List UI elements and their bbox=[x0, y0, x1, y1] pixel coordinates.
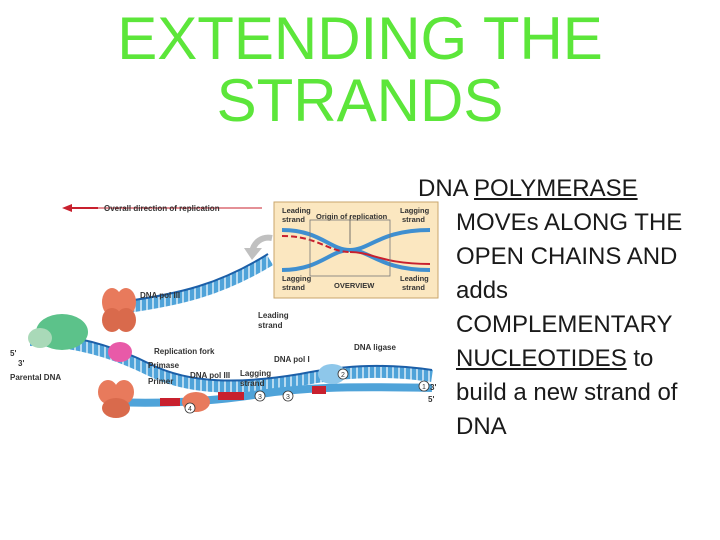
svg-text:1: 1 bbox=[422, 384, 426, 391]
label-lagging-strand-2: strand bbox=[240, 379, 265, 388]
svg-text:4: 4 bbox=[188, 406, 192, 413]
body-line-1: DNA POLYMERASE bbox=[418, 175, 638, 202]
lagging-strand bbox=[109, 383, 433, 407]
label-dna-ligase: DNA ligase bbox=[354, 343, 396, 352]
rna-primer bbox=[218, 392, 244, 400]
body-line-3: OPEN CHAINS AND bbox=[456, 243, 678, 270]
overview-lagging-bottom-1: Lagging bbox=[282, 274, 312, 283]
label-parental-dna: Parental DNA bbox=[10, 373, 61, 382]
overview-lagging-bottom-2: strand bbox=[282, 283, 305, 292]
rna-primer bbox=[160, 398, 180, 406]
title-line-1: EXTENDING THE bbox=[117, 5, 603, 72]
overall-direction-arrow bbox=[62, 204, 262, 212]
overview-leading-bottom-1: Leading bbox=[400, 274, 429, 283]
zoom-arrow-head bbox=[244, 248, 262, 260]
step-marker-4: 4 bbox=[184, 402, 196, 414]
label-5prime-left: 5' bbox=[10, 349, 16, 358]
dna-replication-diagram: Overall direction of replication Leading… bbox=[10, 201, 439, 418]
step-marker-1: 1 bbox=[418, 380, 430, 392]
label-replication-fork: Replication fork bbox=[154, 347, 215, 356]
label-lagging-strand-1: Lagging bbox=[240, 369, 271, 378]
title-line-2: STRANDS bbox=[216, 67, 504, 134]
overview-lagging-top-1: Lagging bbox=[400, 206, 430, 215]
overview-origin: Origin of replication bbox=[316, 212, 388, 221]
leading-strand bbox=[119, 254, 274, 314]
term-nucleotides: NUCLEOTIDES bbox=[456, 345, 627, 372]
label-dna-pol-iii-top: DNA pol III bbox=[140, 291, 180, 300]
dna-ligase-icon bbox=[318, 364, 346, 384]
label-leading-strand-1: Leading bbox=[258, 311, 289, 320]
body-line-7: build a new strand of bbox=[456, 379, 678, 406]
label-leading-strand-2: strand bbox=[258, 321, 283, 330]
overall-direction-label: Overall direction of replication bbox=[104, 204, 220, 213]
overview-label: OVERVIEW bbox=[334, 281, 375, 290]
label-dna-pol-i: DNA pol I bbox=[274, 355, 310, 364]
body-line-6: NUCLEOTIDES to bbox=[456, 345, 654, 372]
body-line-5: COMPLEMENTARY bbox=[456, 311, 673, 338]
svg-text:3: 3 bbox=[286, 394, 290, 401]
label-primer: Primer bbox=[148, 377, 173, 386]
body-line-2: MOVEs ALONG THE bbox=[456, 209, 683, 236]
step-marker-2: 2 bbox=[337, 368, 349, 380]
primase-icon bbox=[108, 342, 132, 362]
overview-leading-bottom-2: strand bbox=[402, 283, 425, 292]
single-strand-binding-icon bbox=[28, 328, 52, 348]
overview-leading-top-1: Leading bbox=[282, 206, 311, 215]
overview-leading-top-2: strand bbox=[282, 215, 305, 224]
parental-dna bbox=[29, 334, 433, 393]
label-3prime-left: 3' bbox=[18, 359, 24, 368]
step-marker-3a: 3 bbox=[282, 390, 294, 402]
dna-pol-iii-top-icon bbox=[102, 288, 136, 332]
overview-lagging-top-2: strand bbox=[402, 215, 425, 224]
slide-title: EXTENDING THE STRANDS bbox=[60, 8, 660, 132]
label-dna-pol-iii-bottom: DNA pol III bbox=[190, 371, 230, 380]
label-primase: Primase bbox=[148, 361, 180, 370]
rna-primer bbox=[312, 386, 326, 394]
dna-pol-iii-bottom-icon bbox=[98, 380, 134, 418]
step-marker-3b: 3 bbox=[254, 390, 266, 402]
svg-text:3: 3 bbox=[258, 394, 262, 401]
body-line-4: adds bbox=[456, 277, 509, 304]
slide-body-text: DNA POLYMERASE MOVEs ALONG THE OPEN CHAI… bbox=[418, 172, 718, 444]
body-line-8: DNA bbox=[456, 413, 507, 440]
label-5prime-right: 5' bbox=[428, 395, 434, 404]
overview-inset bbox=[273, 201, 439, 299]
term-polymerase: POLYMERASE bbox=[474, 175, 638, 202]
label-3prime-right: 3' bbox=[430, 383, 436, 392]
svg-text:2: 2 bbox=[341, 372, 345, 379]
